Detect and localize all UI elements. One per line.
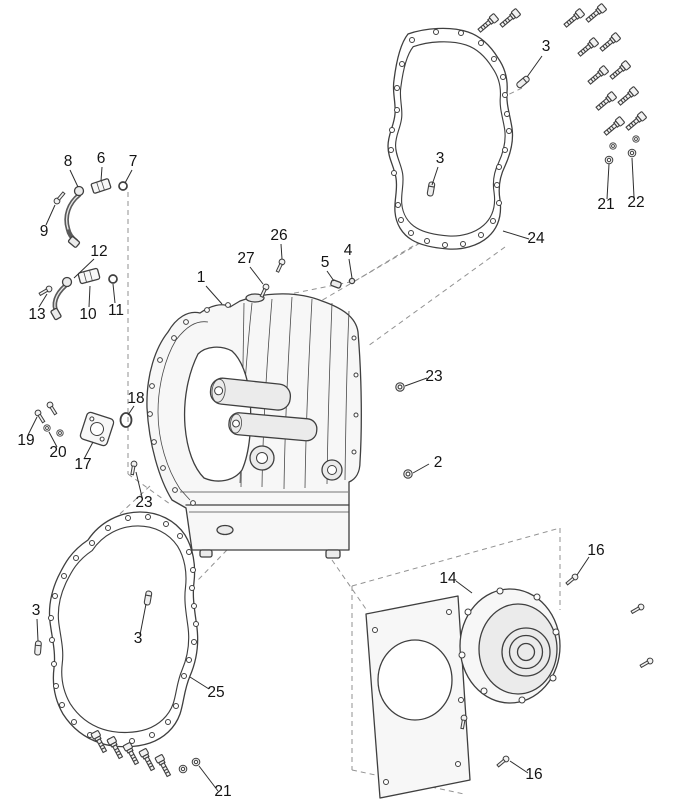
callout-22: 22: [627, 194, 644, 211]
callout-17: 17: [74, 456, 91, 473]
main-case: [146, 293, 362, 559]
washer-20b: [56, 429, 64, 437]
callout-21-bottom: 21: [214, 783, 231, 800]
callout-25: 25: [207, 684, 224, 701]
callout-3-gasket-25-inner: 3: [134, 630, 143, 647]
callout-16-bottom: 16: [525, 766, 542, 783]
internal-shaft-lower: [228, 412, 318, 442]
bolt-19b: [45, 400, 59, 417]
washer-22: [627, 148, 637, 158]
plug-23-right: [395, 382, 405, 392]
callout-21-top: 21: [597, 196, 614, 213]
callout-23-left: 23: [135, 494, 152, 511]
screw-9: [52, 190, 67, 206]
washer-20a: [43, 424, 51, 432]
plate-17: [79, 411, 115, 447]
callout-26: 26: [270, 227, 287, 244]
pin-4: [348, 277, 356, 285]
callout-10: 10: [79, 306, 97, 323]
callout-1: 1: [197, 269, 206, 286]
flange-bolt-holes: [147, 302, 359, 506]
callout-3-gasket-25-outer: 3: [32, 602, 41, 619]
callout-16-top: 16: [587, 542, 604, 559]
callout-13: 13: [28, 306, 45, 323]
gasket-rear-cover: [387, 27, 514, 250]
callout-5: 5: [321, 254, 330, 271]
dowel-pin-top-right: [515, 74, 531, 90]
breather-5: [330, 279, 342, 289]
case-foot-left: [199, 549, 213, 558]
elbow-12: [61, 276, 73, 288]
o-ring-7: [118, 181, 128, 191]
callout-23-right: 23: [425, 368, 442, 385]
elbow-8: [73, 185, 85, 197]
adapter-plate-bore: [377, 639, 453, 721]
callout-14: 14: [439, 570, 457, 587]
callouts: 8 6 7 9 12 13 10 11 1 27 26 5 4 3 3 24 2…: [17, 38, 644, 800]
callout-6: 6: [97, 150, 106, 167]
callout-2: 2: [434, 454, 443, 471]
washer-21: [604, 155, 614, 165]
callout-8: 8: [64, 153, 73, 170]
leader-lines: [27, 55, 635, 792]
bolt-19a: [33, 408, 47, 425]
o-ring-18: [119, 412, 133, 428]
sump-drain: [216, 524, 234, 536]
callout-20: 20: [49, 444, 67, 461]
case-foot-right: [325, 549, 341, 559]
callout-19: 19: [17, 432, 34, 449]
callout-7: 7: [129, 153, 138, 170]
callout-3-top-right: 3: [542, 38, 551, 55]
adapter-plate: [365, 595, 471, 799]
internal-shaft-upper: [209, 377, 292, 411]
callout-18: 18: [127, 390, 144, 407]
callout-4: 4: [344, 242, 353, 259]
fitting-10: [77, 267, 101, 285]
small-fasteners-case: [128, 257, 413, 479]
callout-12: 12: [90, 243, 107, 260]
callout-3-gasket-24: 3: [436, 150, 445, 167]
o-ring-11: [108, 274, 118, 284]
callout-27: 27: [237, 250, 254, 267]
fitting-6: [90, 178, 112, 194]
screw-16-bottom: [495, 754, 511, 769]
plug-13: [37, 284, 54, 298]
dowel-pin-gasket-25-outer: [33, 640, 43, 656]
callout-24: 24: [527, 230, 545, 247]
callout-9: 9: [40, 223, 49, 240]
oil-tube-lower: [37, 267, 118, 321]
gasket-front-cover: [48, 511, 199, 748]
filler-boss: [245, 293, 265, 303]
oil-tube-upper: [52, 178, 128, 248]
gasket-bolt-holes: [388, 29, 512, 248]
plug-2: [403, 469, 413, 479]
bell-housing: [458, 587, 561, 704]
screw-26: [274, 257, 287, 274]
cover-plate-assembly: [33, 400, 133, 447]
callout-11: 11: [108, 302, 124, 319]
